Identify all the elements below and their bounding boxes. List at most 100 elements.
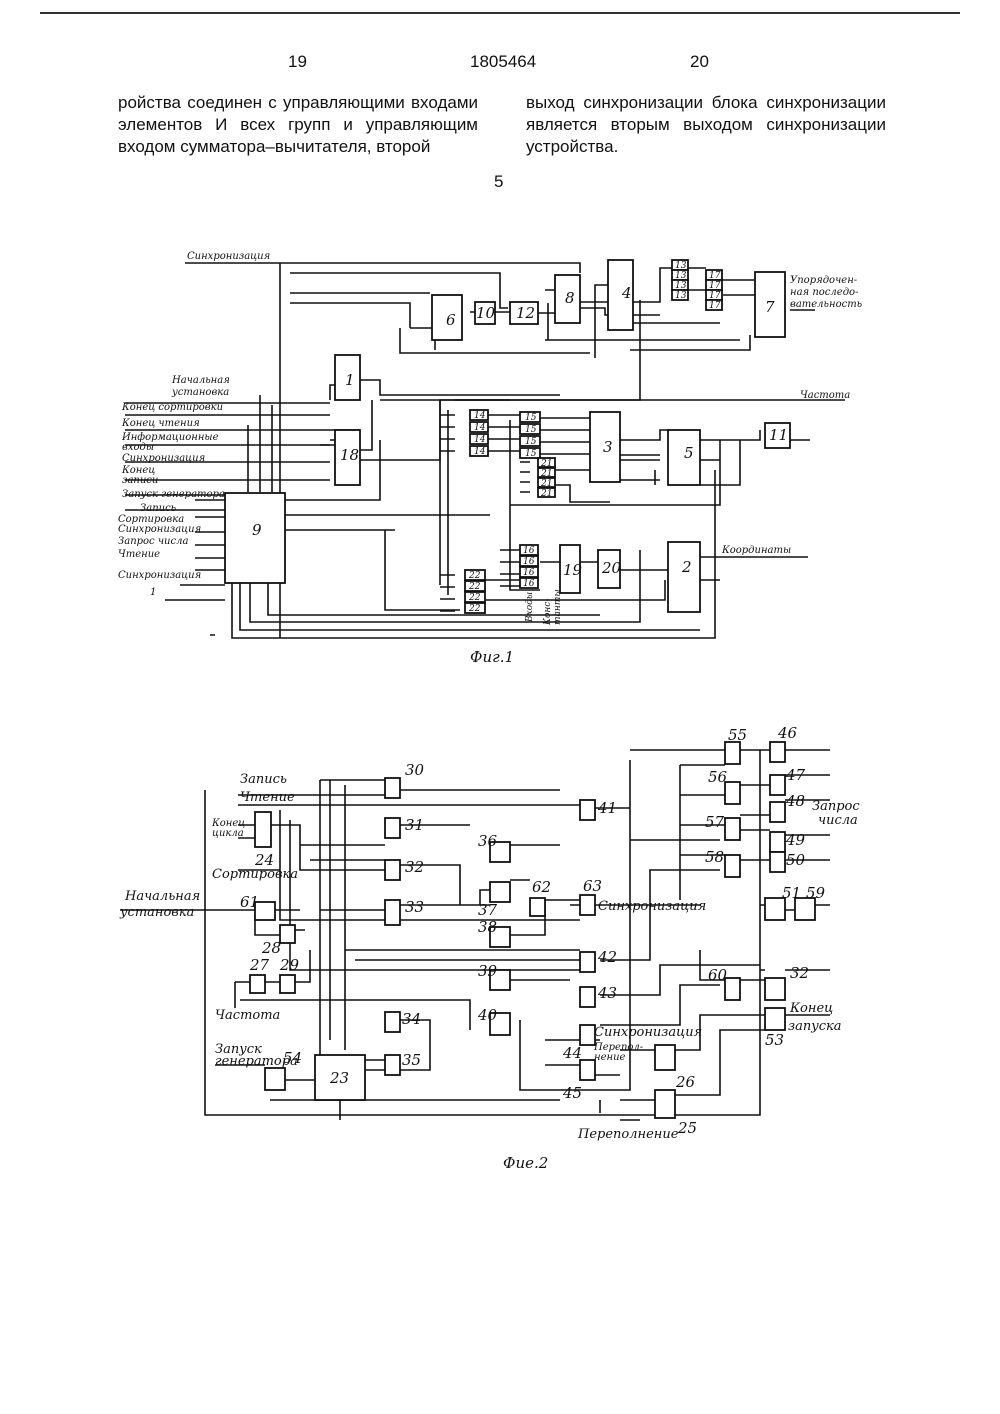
group-13: 13131313 xyxy=(672,260,688,301)
svg-text:13: 13 xyxy=(675,291,687,301)
block-25-label: 25 xyxy=(677,1119,697,1137)
svg-text:22: 22 xyxy=(468,604,481,614)
svg-text:21: 21 xyxy=(540,459,552,469)
block-19-label: 19 xyxy=(563,561,583,579)
label-freq: Частота xyxy=(215,1008,280,1023)
svg-text:17: 17 xyxy=(709,301,721,311)
label-init-1: Начальная xyxy=(171,375,230,386)
svg-text:22: 22 xyxy=(468,593,481,603)
label-sort: Сортировка xyxy=(212,867,298,882)
block-5-label: 5 xyxy=(684,444,694,462)
block-50 xyxy=(770,852,785,872)
label-coords: Координаты xyxy=(721,545,791,556)
block-43 xyxy=(580,987,595,1007)
block-11-label: 11 xyxy=(769,426,788,444)
text-column-right: выход синхронизации блока синхронизации … xyxy=(526,92,886,158)
block-31-label: 31 xyxy=(405,816,424,834)
block-52 xyxy=(765,978,785,1000)
block-60-label: 60 xyxy=(708,966,728,984)
label-end-start-1: Конец xyxy=(789,1001,833,1016)
block-38-label: 38 xyxy=(478,918,497,936)
block-42 xyxy=(580,952,595,972)
block-62 xyxy=(530,898,545,916)
svg-text:22: 22 xyxy=(468,571,481,581)
block-44 xyxy=(580,1060,595,1080)
block-40-label: 40 xyxy=(477,1006,498,1024)
label-write: Запись xyxy=(240,772,287,787)
block-52-label: 32 xyxy=(790,964,809,982)
block-33 xyxy=(385,900,400,925)
svg-text:16: 16 xyxy=(523,557,535,567)
top-rule xyxy=(40,12,960,14)
svg-text:14: 14 xyxy=(474,423,486,433)
block-60 xyxy=(725,978,740,1000)
block-58 xyxy=(725,855,740,877)
svg-text:13: 13 xyxy=(675,261,687,271)
svg-text:17: 17 xyxy=(709,281,721,291)
svg-text:16: 16 xyxy=(523,546,535,556)
svg-text:14: 14 xyxy=(474,435,486,445)
svg-text:15: 15 xyxy=(525,413,537,423)
label-sync-bot: Синхронизация xyxy=(118,570,201,581)
svg-text:16: 16 xyxy=(523,579,535,589)
block-47-label: 47 xyxy=(785,766,806,784)
block-8-label: 8 xyxy=(565,289,575,307)
figure-1-caption: Фиг.1 xyxy=(470,648,514,666)
document-number: 1805464 xyxy=(470,52,536,72)
svg-text:16: 16 xyxy=(523,568,535,578)
label-overflow-1b: нение xyxy=(594,1052,626,1063)
block-41 xyxy=(580,800,595,820)
label-sync-in: Синхронизация xyxy=(122,453,205,464)
margin-line-number: 5 xyxy=(494,172,503,192)
block-29-label: 29 xyxy=(279,956,300,974)
block-30 xyxy=(385,778,400,798)
block-28-label: 28 xyxy=(261,939,281,957)
block-26-label: 26 xyxy=(675,1073,696,1091)
svg-text:13: 13 xyxy=(675,281,687,291)
svg-text:17: 17 xyxy=(709,291,721,301)
block-53-label: 53 xyxy=(765,1031,784,1049)
label-read: Чтение xyxy=(118,549,160,560)
label-freq: Частота xyxy=(800,390,850,401)
label-gen-start-2: генератора xyxy=(215,1054,298,1069)
block-43-label: 43 xyxy=(597,984,617,1002)
label-write: Запись xyxy=(140,503,176,514)
group-15: 15151515 xyxy=(520,412,540,459)
block-61-label: 61 xyxy=(240,893,259,911)
label-num-req-2: числа xyxy=(818,813,858,828)
text-column-left: ройства соединен с управляющими входами … xyxy=(118,92,478,158)
label-sync-2: Синхронизация xyxy=(594,1025,702,1040)
block-6-label: 6 xyxy=(446,311,456,329)
label-one: 1 xyxy=(150,587,156,598)
block-30-label: 30 xyxy=(405,761,425,779)
label-ordered-3: вательность xyxy=(790,299,862,310)
figure-2-blocks: 23 24 26 25 27 28 29 61 54 30 31 32 33 3… xyxy=(240,724,826,1137)
label-end-read: Конец чтения xyxy=(121,418,200,429)
label-consts-1: Конс- xyxy=(543,599,553,626)
label-ordered-1: Упорядочен- xyxy=(790,275,858,286)
block-10-label: 10 xyxy=(476,304,496,322)
label-consts-2: танты xyxy=(553,589,563,625)
block-29 xyxy=(280,975,295,993)
svg-text:21: 21 xyxy=(540,489,552,499)
label-init-2: установка xyxy=(171,387,229,398)
block-48 xyxy=(770,802,785,822)
block-27-label: 27 xyxy=(249,956,270,974)
label-overflow-2: Переполнение xyxy=(577,1127,679,1142)
label-num-req-1: Запрос xyxy=(812,799,860,814)
block-27 xyxy=(250,975,265,993)
block-31 xyxy=(385,818,400,838)
block-3-label: 3 xyxy=(603,438,613,456)
label-end-cycle-2: цикла xyxy=(212,828,244,839)
block-50-label: 50 xyxy=(786,851,806,869)
block-56-label: 56 xyxy=(708,768,728,786)
block-1-label: 1 xyxy=(345,371,355,389)
block-58-label: 58 xyxy=(705,848,724,866)
block-42-label: 42 xyxy=(597,948,617,966)
group-17: 17171717 xyxy=(706,270,722,311)
block-55 xyxy=(725,742,740,764)
group-14: 14141414 xyxy=(470,410,488,457)
block-33-label: 33 xyxy=(405,898,424,916)
block-7-label: 7 xyxy=(765,298,775,316)
label-sync-1: Синхронизация xyxy=(598,899,706,914)
